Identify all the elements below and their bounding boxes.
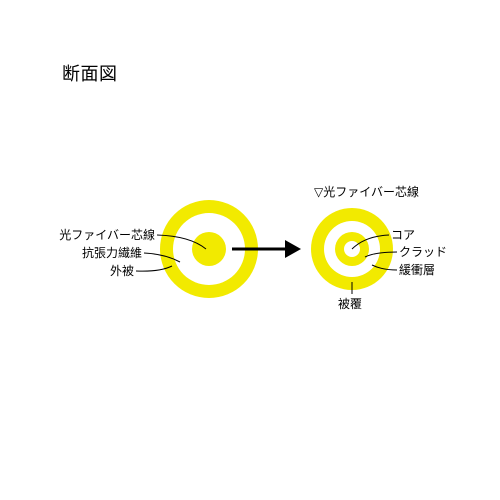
- label-cladding: クラッド: [399, 245, 448, 259]
- label-core: コア: [391, 228, 416, 242]
- label-buffer: 緩衝層: [399, 263, 436, 277]
- fiber-core-left: [192, 232, 226, 266]
- right-leader-lines: [351, 234, 398, 294]
- label-aramid: 抗張力繊維: [81, 246, 142, 260]
- arrow: [232, 240, 301, 258]
- page-title: 断面図: [62, 64, 118, 85]
- cable-cross-section: [160, 200, 258, 298]
- label-fiber: 光ファイバー芯線: [59, 228, 155, 242]
- left-leader-lines: [135, 234, 207, 272]
- fiber-heading: ▽光ファイバー芯線: [314, 185, 419, 199]
- label-coating: 被覆: [338, 297, 363, 311]
- label-sheath: 外被: [109, 264, 134, 278]
